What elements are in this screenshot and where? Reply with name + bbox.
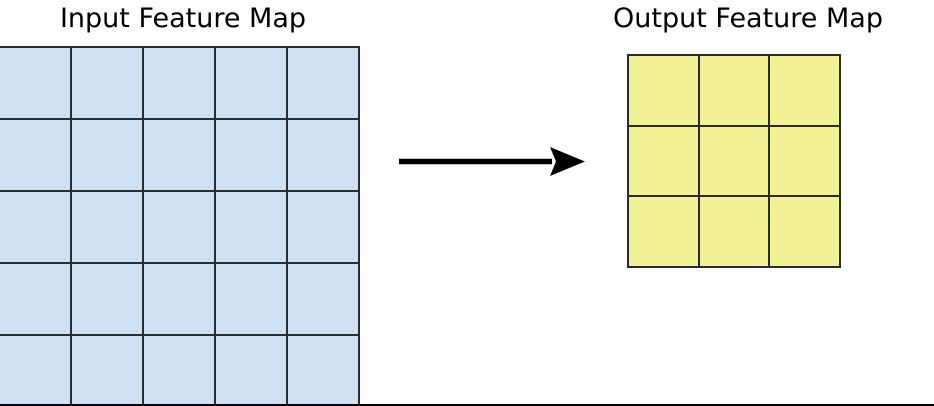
input-feature-map-cell [288, 48, 358, 118]
output-feature-map-cell [770, 126, 839, 196]
input-feature-map-cell [288, 336, 358, 406]
input-feature-map-cell [216, 48, 286, 118]
input-feature-map-cell [0, 336, 70, 406]
input-feature-map-cell [288, 192, 358, 262]
input-feature-map-cell [144, 264, 214, 334]
input-feature-map-cell [72, 336, 142, 406]
input-feature-map-cell [288, 264, 358, 334]
bottom-rule [0, 404, 934, 406]
input-feature-map-cell [216, 120, 286, 190]
input-feature-map-cell [288, 120, 358, 190]
input-feature-map-cell [0, 120, 70, 190]
input-feature-map-cell [0, 192, 70, 262]
input-feature-map-cell [144, 48, 214, 118]
output-feature-map-cell [699, 197, 769, 266]
input-feature-map-cell [0, 48, 70, 118]
input-feature-map-cell [72, 264, 142, 334]
output-feature-map-cell [699, 56, 769, 125]
input-feature-map-title: Input Feature Map [59, 3, 307, 34]
output-feature-map-grid [627, 54, 841, 268]
output-feature-map-cell [629, 56, 698, 125]
output-feature-map-title: Output Feature Map [613, 3, 883, 34]
input-feature-map-cell [72, 192, 142, 262]
output-feature-map-cell [699, 126, 769, 196]
output-feature-map-cell [770, 56, 839, 125]
output-feature-map-cell [770, 197, 839, 266]
input-feature-map-cell [216, 264, 286, 334]
input-feature-map-cell [0, 264, 70, 334]
input-feature-map-cell [72, 120, 142, 190]
output-feature-map-cell [629, 126, 698, 196]
input-feature-map-cell [144, 192, 214, 262]
transformation-arrow-icon [399, 147, 585, 176]
input-feature-map-cell [216, 336, 286, 406]
input-feature-map-grid [0, 46, 360, 406]
input-feature-map-cell [144, 120, 214, 190]
arrow-head [550, 147, 585, 176]
input-feature-map-cell [72, 48, 142, 118]
input-feature-map-cell [144, 336, 214, 406]
output-feature-map-cell [629, 197, 698, 266]
input-feature-map-cell [216, 192, 286, 262]
